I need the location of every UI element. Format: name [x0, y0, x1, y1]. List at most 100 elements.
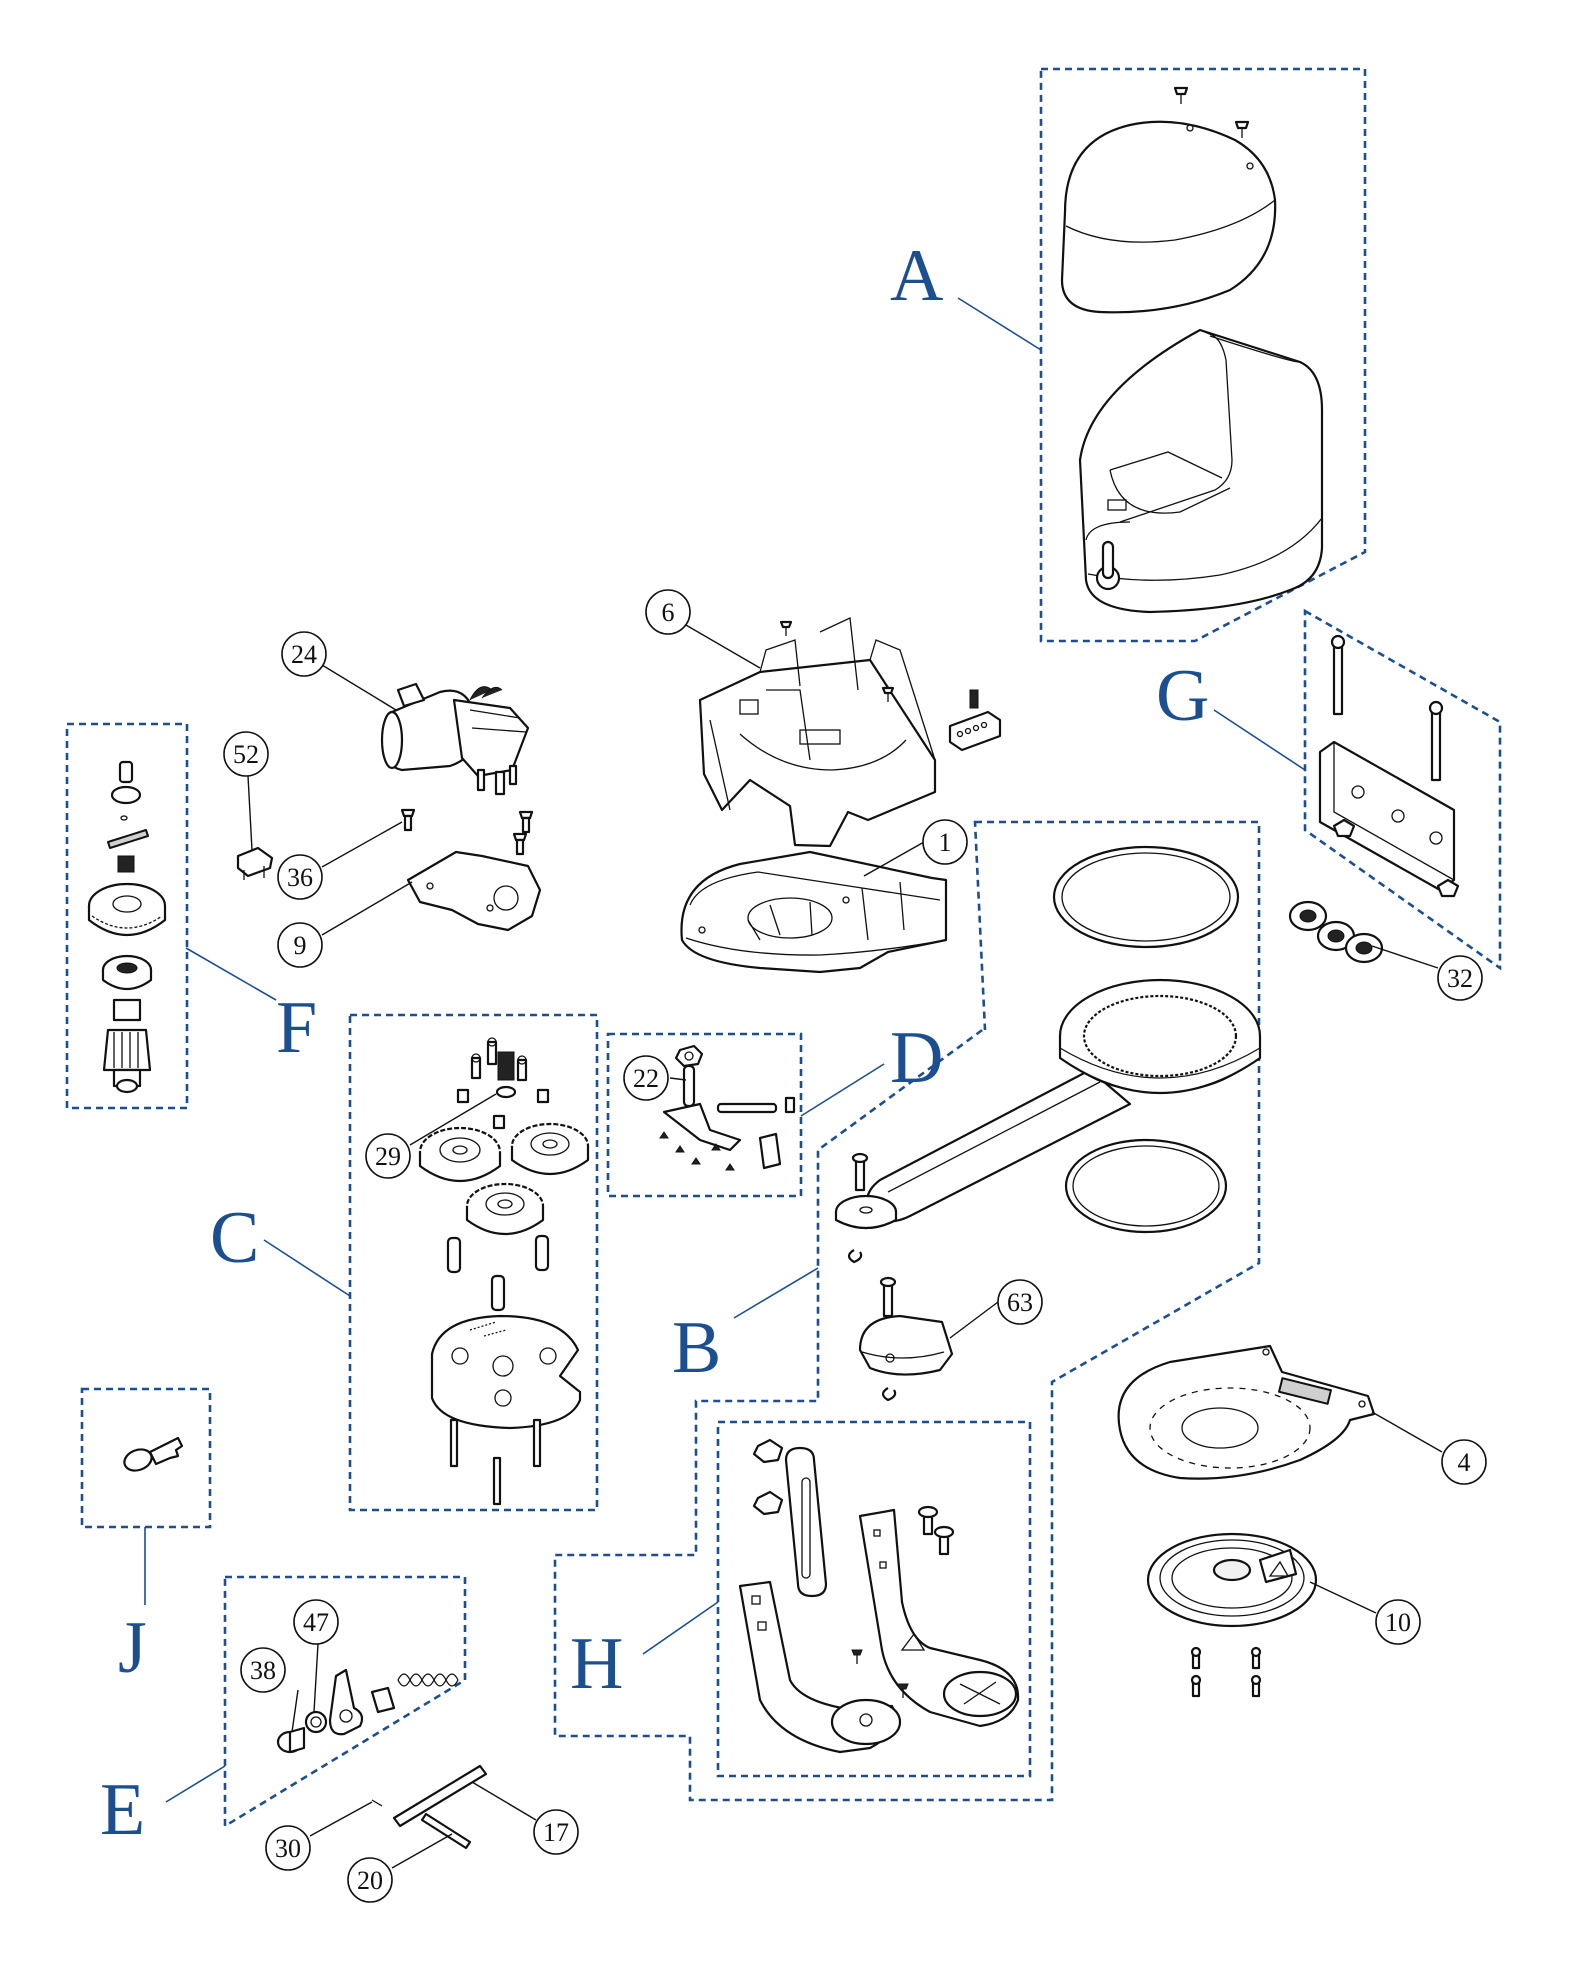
svg-text:17: 17 [543, 1818, 569, 1847]
group-e-outline [223, 1575, 467, 1829]
g-nut-icon [1436, 878, 1460, 898]
frame-screw-icon [881, 686, 895, 702]
clip-icon [236, 846, 274, 880]
planet-pin-icon [446, 1236, 462, 1274]
cover-screw-icon [1234, 120, 1250, 138]
callout-6: 6 [645, 589, 691, 635]
top-cover-icon [1060, 120, 1277, 314]
bushing-icon [115, 1078, 139, 1094]
motor-icon [380, 682, 530, 796]
release-cam-icon [328, 1668, 364, 1736]
lever-bolt-icon [682, 1064, 696, 1108]
inner-frame-icon [698, 617, 937, 848]
svg-text:29: 29 [375, 1142, 401, 1171]
group-label-a: A [890, 235, 943, 317]
encoder-disc-icon [1146, 1532, 1318, 1628]
group-b-outline [553, 820, 1261, 1802]
callouts: 1 4 6 9 10 17 20 22 [223, 589, 1487, 1903]
pivot-bracket-icon [858, 1276, 954, 1376]
group-h-parts [738, 1438, 1020, 1754]
planet-gear-icon [465, 1182, 545, 1236]
motor-screw-icon [512, 832, 528, 856]
small-clip-icon [784, 1096, 796, 1114]
compression-spring-icon [397, 1673, 459, 1687]
svg-text:63: 63 [1007, 1288, 1033, 1317]
small-washer-icon [495, 1085, 517, 1099]
callout-29: 29 [365, 1133, 411, 1179]
group-h-outline [716, 1420, 1032, 1778]
callout-36: 36 [277, 854, 323, 900]
bushings-icon [1288, 900, 1384, 964]
svg-text:1: 1 [939, 828, 952, 857]
callout-47: 47 [293, 1599, 339, 1645]
callout-30: 30 [265, 1825, 311, 1871]
arm-pin-icon [851, 1152, 869, 1192]
mounting-plate-icon [406, 850, 542, 932]
group-g-parts [1318, 634, 1460, 898]
upper-seal-ring-icon [1052, 845, 1240, 949]
large-gear-icon [87, 882, 167, 937]
disc-screws-icon [1190, 1646, 1262, 1698]
spacer-icon [492, 1114, 506, 1130]
group-j-outline [80, 1387, 212, 1529]
perforated-plate-icon [1117, 1344, 1376, 1480]
hex-nut-icon [674, 1044, 704, 1068]
spacer-icon [536, 1088, 550, 1104]
group-label-j: J [118, 1607, 147, 1689]
group-letters: A B C D E F G H J [100, 235, 1209, 1851]
h-nut-icon [752, 1490, 784, 1516]
key-icon [123, 1436, 184, 1472]
svg-text:4: 4 [1458, 1448, 1471, 1477]
circlip-icon [881, 1387, 897, 1402]
long-shaft-icon [392, 1764, 488, 1828]
planet-pin-icon [490, 1274, 506, 1312]
housing-body-icon [1078, 328, 1324, 614]
callout-17: 17 [533, 1809, 579, 1855]
motor-screw-icon [518, 810, 534, 834]
release-pin-icon [716, 1102, 778, 1114]
callout-32: 32 [1437, 955, 1483, 1001]
sun-gear-icon [497, 1051, 515, 1081]
small-screws-icon [659, 1131, 735, 1171]
group-label-g: G [1156, 655, 1209, 737]
short-shaft-icon [420, 1812, 472, 1850]
rect-block-icon [758, 1132, 782, 1170]
small-pin-icon [371, 1799, 383, 1807]
gear-carrier-icon [430, 1314, 582, 1430]
h-nut-icon [752, 1438, 784, 1464]
callout-52: 52 [223, 731, 269, 777]
group-d-outline [606, 1032, 803, 1198]
svg-text:9: 9 [294, 931, 307, 960]
group-a-parts [1060, 86, 1324, 614]
long-bolt-icon [1332, 640, 1344, 716]
pin-icon [118, 760, 134, 784]
bracket-screws-icon [851, 1505, 955, 1698]
callout-20: 20 [347, 1857, 393, 1903]
key-bar-icon [107, 829, 149, 849]
callout-10: 10 [1375, 1599, 1421, 1645]
spring-icon [117, 855, 135, 873]
svg-text:6: 6 [662, 598, 675, 627]
svg-text:30: 30 [275, 1834, 301, 1863]
lock-washer-icon [304, 1710, 328, 1734]
callout-9: 9 [277, 922, 323, 968]
curved-arm-left-icon [738, 1580, 902, 1754]
motor-screw-icon [400, 808, 416, 832]
planet-gear-icon [510, 1122, 590, 1176]
callout-1: 1 [922, 819, 968, 865]
washer-icon [110, 785, 142, 805]
long-screw-icon [492, 1456, 502, 1506]
group-label-b: B [672, 1307, 721, 1389]
svg-text:52: 52 [233, 740, 259, 769]
svg-text:24: 24 [291, 640, 317, 669]
slotted-bar-icon [784, 1446, 828, 1598]
u-bracket-icon [1318, 740, 1456, 892]
group-label-d: D [890, 1017, 943, 1099]
lower-seal-ring-icon [1064, 1138, 1228, 1234]
group-label-c: C [210, 1197, 259, 1279]
long-screw-icon [532, 1418, 542, 1468]
gear-screw-icon [516, 1055, 528, 1082]
lock-cylinder-icon [276, 1726, 306, 1754]
g-nut-icon [1332, 818, 1356, 838]
